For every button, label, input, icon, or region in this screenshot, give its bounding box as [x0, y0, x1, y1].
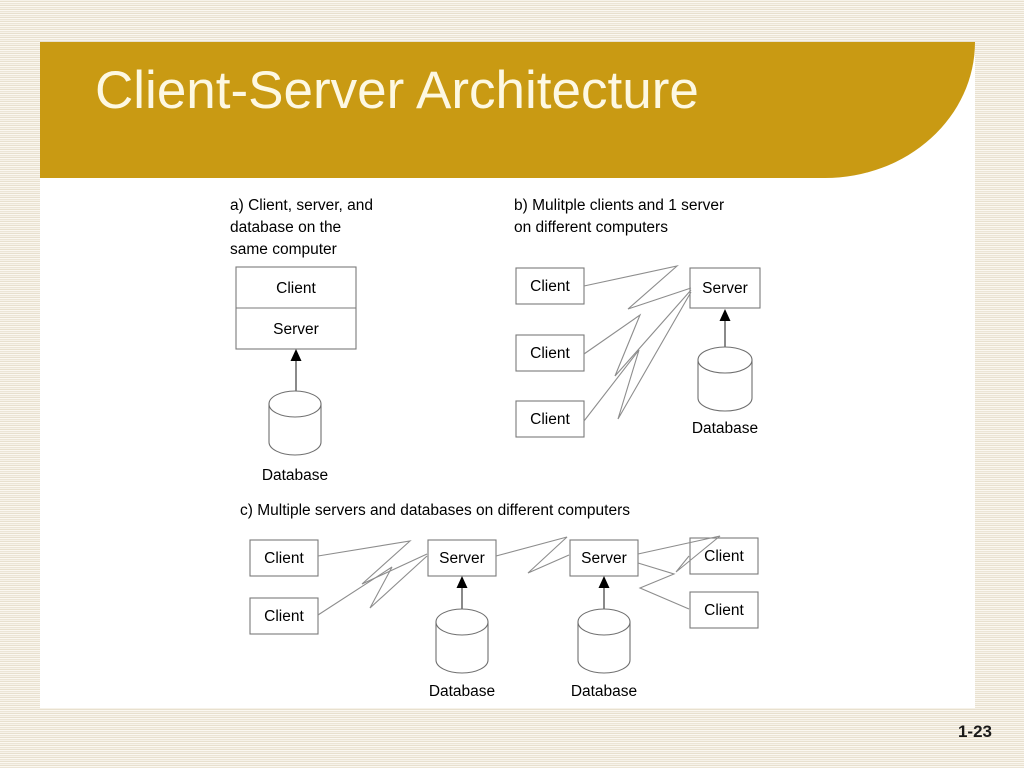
diagram-b: b) Mulitple clients and 1 server on diff…: [514, 197, 761, 438]
node-box-client-c-left-2: [249, 597, 319, 635]
network-link-b-3: [583, 291, 692, 422]
database-cylinder-c-1: [435, 608, 489, 674]
node-label-server-c-2: Server: [581, 550, 627, 567]
node-label-client-b-1: Client: [530, 278, 570, 295]
database-label-a: Database: [262, 467, 328, 484]
node-label-server-c-1: Server: [439, 550, 485, 567]
node-box-server-c-2: [569, 539, 639, 577]
network-link-b-1: [583, 265, 692, 310]
diagram-b-caption-line-2: on different computers: [514, 219, 668, 236]
database-label-c-2: Database: [571, 683, 637, 700]
node-box-client-c-right-1: [689, 537, 759, 575]
node-box-client-c-right-2: [689, 591, 759, 629]
diagram-a-caption-line-2: database on the: [230, 219, 341, 236]
diagram-c: c) Multiple servers and databases on dif…: [240, 502, 759, 700]
network-link-c-2: [317, 555, 428, 616]
network-link-b-2: [583, 289, 692, 377]
node-label-client-c-left-2: Client: [264, 608, 304, 625]
diagram-a: a) Client, server, and database on the s…: [230, 197, 373, 484]
diagram-a-caption-line-1: a) Client, server, and: [230, 197, 373, 214]
node-label-client-c-right-1: Client: [704, 548, 744, 565]
database-cylinder-b: [697, 346, 753, 412]
node-box-client-b-2: [515, 334, 585, 372]
diagram-b-caption-line-1: b) Mulitple clients and 1 server: [514, 197, 724, 214]
network-link-c-1: [317, 540, 428, 585]
architecture-diagram: a) Client, server, and database on the s…: [40, 178, 975, 708]
node-label-client-b-3: Client: [530, 411, 570, 428]
node-label-client-c-left-1: Client: [264, 550, 304, 567]
node-box-client-c-left-1: [249, 539, 319, 577]
node-label-server: Server: [273, 321, 319, 338]
node-box-server-b: [689, 267, 761, 309]
diagram-c-caption: c) Multiple servers and databases on dif…: [240, 502, 630, 519]
database-label-c-1: Database: [429, 683, 495, 700]
network-link-c-4: [637, 535, 721, 573]
page-number: 1-23: [957, 722, 992, 741]
title-banner: Client-Server Architecture: [40, 42, 975, 178]
network-link-c-5: [637, 562, 690, 610]
node-label-client-c-right-2: Client: [704, 602, 744, 619]
network-link-c-3: [495, 536, 570, 574]
database-label-b: Database: [692, 420, 758, 437]
node-box-client-b-1: [515, 267, 585, 305]
diagram-a-caption-line-3: same computer: [230, 241, 337, 258]
node-label-client: Client: [276, 280, 316, 297]
node-label-server-b: Server: [702, 280, 748, 297]
node-box-client-b-3: [515, 400, 585, 438]
database-cylinder-a: [268, 390, 322, 456]
page-title: Client-Server Architecture: [95, 61, 699, 120]
database-cylinder-c-2: [577, 608, 631, 674]
node-label-client-b-2: Client: [530, 345, 570, 362]
